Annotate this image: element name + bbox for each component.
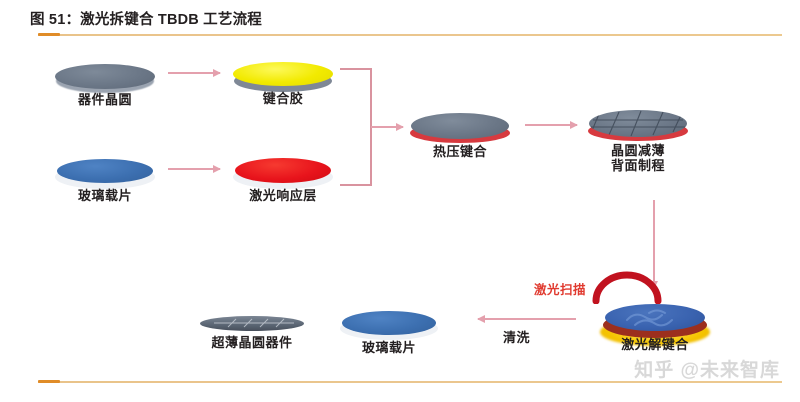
ultrathin-wafer-body bbox=[200, 316, 304, 331]
wafer-thinning-label-line1: 晶圆减薄 bbox=[610, 143, 666, 158]
wafer-grid-pattern bbox=[590, 110, 685, 137]
process-flow-diagram: 器件晶圆 键合胶 玻璃载片 激光响应层 bbox=[0, 40, 800, 380]
node-wafer-thinning: 晶圆减薄 背面制程 bbox=[588, 108, 688, 174]
node-device-wafer: 器件晶圆 bbox=[55, 60, 155, 110]
bonding-adhesive-top bbox=[233, 62, 333, 86]
node-ultrathin-wafer-device: 超薄晶圆器件 bbox=[200, 310, 304, 360]
arrow-glass-to-laser-layer bbox=[168, 168, 220, 170]
figure-divider-bottom-accent bbox=[38, 380, 60, 383]
glass-carrier-top-label: 玻璃载片 bbox=[77, 188, 133, 203]
wafer-thinning-label-line2: 背面制程 bbox=[610, 158, 666, 173]
glass-carrier-top-surface bbox=[57, 159, 153, 183]
thermocompression-bonding-top bbox=[411, 113, 509, 139]
cleaning-step-label: 清洗 bbox=[503, 330, 531, 345]
wafer-thinning-top bbox=[589, 110, 687, 137]
title-divider-top-accent bbox=[38, 33, 60, 36]
title-divider-top bbox=[38, 34, 782, 36]
glass-carrier-bottom-surface bbox=[342, 311, 436, 335]
node-glass-carrier-bottom: 玻璃载片 bbox=[340, 308, 438, 360]
figure-divider-bottom bbox=[38, 381, 782, 383]
laser-response-layer-top bbox=[235, 158, 331, 183]
bracket-bottom-arm bbox=[340, 184, 372, 186]
arrow-debonding-to-carrier bbox=[478, 318, 576, 320]
node-glass-carrier-top: 玻璃载片 bbox=[55, 155, 155, 207]
glass-carrier-bottom-label: 玻璃载片 bbox=[361, 340, 417, 355]
bracket-top-arm bbox=[340, 68, 372, 70]
thermocompression-bonding-label: 热压键合 bbox=[432, 144, 488, 159]
laser-debonding-top bbox=[605, 304, 705, 331]
figure-title: 图 51：激光拆键合 TBDB 工艺流程 bbox=[30, 12, 262, 28]
ultrathin-wafer-grid-pattern bbox=[214, 318, 294, 328]
laser-scan-arc-icon bbox=[592, 271, 662, 304]
arrow-thinning-to-debonding bbox=[653, 200, 655, 288]
arrow-bonding-to-thinning bbox=[525, 124, 577, 126]
arrow-device-to-adhesive bbox=[168, 72, 220, 74]
node-laser-response-layer: 激光响应层 bbox=[233, 155, 333, 207]
laser-debonding-label: 激光解键合 bbox=[621, 337, 689, 352]
node-thermocompression-bonding: 热压键合 bbox=[410, 110, 510, 162]
bonding-adhesive-label: 键合胶 bbox=[262, 91, 304, 106]
arrow-merge-to-bonding bbox=[371, 126, 403, 128]
node-laser-debonding: 激光解键合 bbox=[600, 302, 710, 364]
ultrathin-wafer-device-label: 超薄晶圆器件 bbox=[211, 335, 293, 350]
laser-swirl-pattern bbox=[626, 309, 673, 327]
site-watermark: 知乎 @未来智库 bbox=[634, 360, 780, 381]
device-wafer-top bbox=[55, 64, 155, 89]
node-bonding-adhesive: 键合胶 bbox=[233, 58, 333, 110]
laser-response-layer-label: 激光响应层 bbox=[249, 188, 317, 203]
device-wafer-label: 器件晶圆 bbox=[77, 92, 133, 107]
laser-scan-label: 激光扫描 bbox=[534, 283, 587, 297]
